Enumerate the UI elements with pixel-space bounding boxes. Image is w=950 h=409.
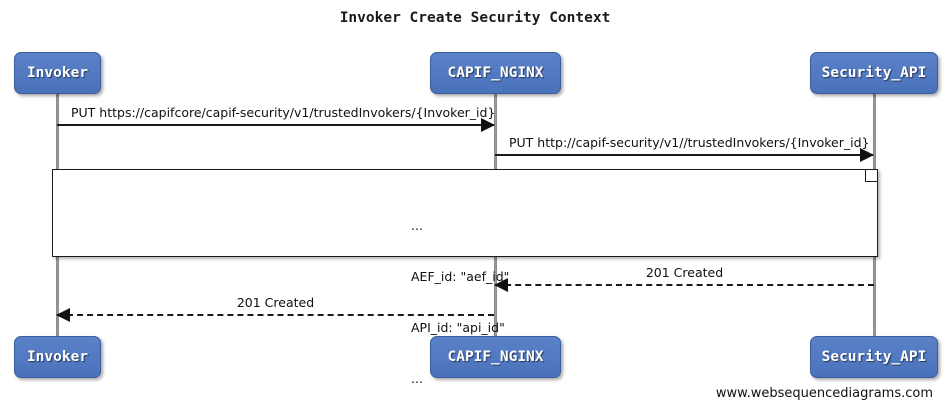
participant-label-capif-nginx: CAPIF_NGINX — [447, 65, 544, 81]
page-title: Invoker Create Security Context — [339, 10, 611, 26]
arrowhead-right-icon — [860, 148, 874, 162]
participant-box-security-api-top[interactable]: Security_API — [810, 52, 938, 94]
participant-label-invoker-bottom: Invoker — [26, 349, 89, 365]
note-line-4: ... — [411, 371, 423, 386]
message-1-label: PUT https://capifcore/capif-security/v1/… — [71, 105, 496, 120]
note-box-security-context: ... AEF_id: "aef_id" API_id: "api_id" ..… — [52, 169, 878, 386]
participant-box-capif-nginx-top[interactable]: CAPIF_NGINX — [430, 52, 561, 94]
message-2-label: PUT http://capif-security/v1//trustedInv… — [509, 135, 870, 150]
participant-box-invoker-top[interactable]: Invoker — [14, 52, 101, 94]
note-fold-corner-icon — [865, 170, 877, 182]
participant-box-capif-nginx-bottom[interactable]: CAPIF_NGINX — [430, 336, 561, 378]
participant-box-security-api-bottom[interactable]: Security_API — [810, 336, 938, 378]
participant-box-invoker-bottom[interactable]: Invoker — [14, 336, 101, 378]
message-3-label: 201 Created — [645, 265, 724, 280]
note-line-3: API_id: "api_id" — [411, 320, 505, 335]
participant-label-invoker: Invoker — [26, 65, 89, 81]
message-1-line — [57, 124, 494, 126]
message-4-line — [57, 314, 494, 316]
arrowhead-left-icon — [56, 308, 70, 322]
participant-label-capif-nginx-bottom: CAPIF_NGINX — [447, 349, 544, 365]
message-2-line — [495, 154, 873, 156]
arrowhead-right-icon — [481, 118, 495, 132]
participant-label-security-api: Security_API — [821, 65, 927, 81]
message-4-label: 201 Created — [236, 295, 315, 310]
arrowhead-left-icon — [494, 278, 508, 292]
message-3-line — [495, 284, 874, 286]
watermark-footer: www.websequencediagrams.com — [715, 386, 933, 401]
note-line-1: ... — [411, 218, 423, 233]
participant-label-security-api-bottom: Security_API — [821, 349, 927, 365]
